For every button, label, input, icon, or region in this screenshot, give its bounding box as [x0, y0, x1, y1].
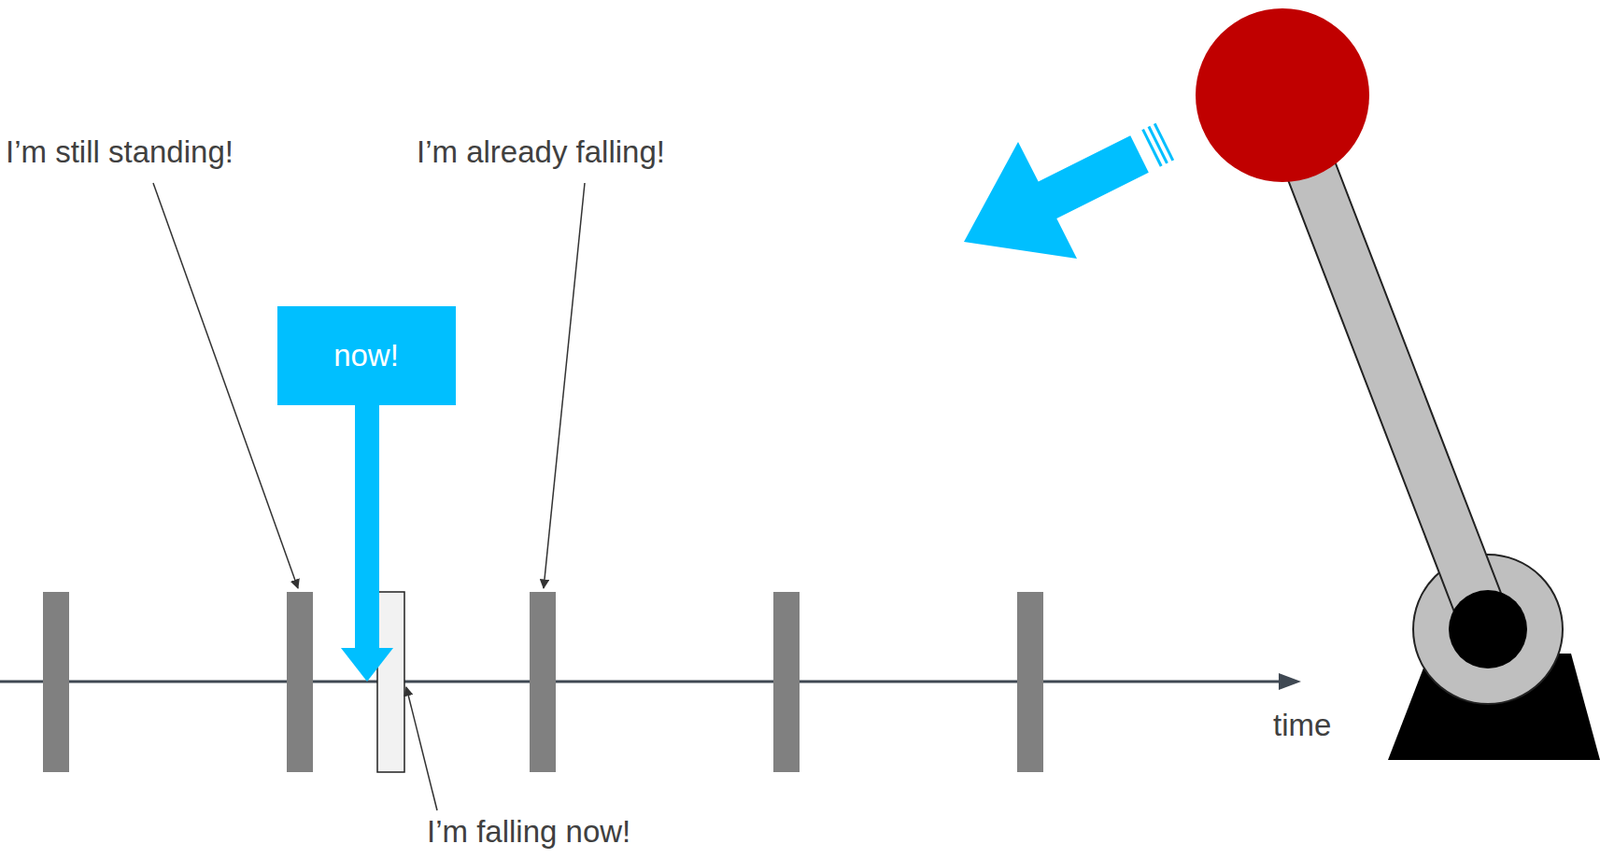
pendulum-bob [1195, 8, 1370, 183]
time-step [529, 592, 556, 773]
motion-stripe [1154, 123, 1174, 160]
annotation: I’m still standing! [5, 134, 234, 170]
leader-line [406, 687, 438, 811]
annotation: I’m already falling! [416, 134, 666, 170]
time-step [773, 592, 800, 773]
now-arrowhead [340, 648, 394, 682]
time-step [42, 592, 70, 773]
now-arrow-stem [354, 401, 380, 651]
annotation: I’m falling now! [426, 814, 631, 850]
motion-arrow [963, 135, 1149, 259]
callout-text: now! [333, 337, 399, 375]
callout-box: now! [277, 306, 456, 406]
axis-label: time [1273, 707, 1331, 744]
pivot [1448, 590, 1528, 669]
current-step [377, 592, 405, 773]
leader-line [543, 183, 585, 589]
time-step [1017, 592, 1044, 773]
time-axis [0, 680, 1285, 684]
time-step [286, 592, 313, 773]
axis-arrowhead [1278, 673, 1302, 691]
